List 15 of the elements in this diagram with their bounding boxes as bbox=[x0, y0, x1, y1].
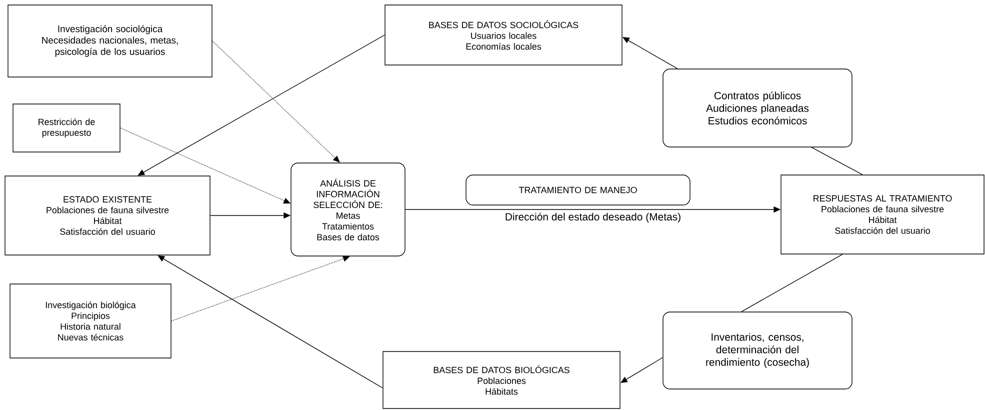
arrow bbox=[138, 34, 386, 176]
text-box: Investigación sociológica Necesidades nacionales, metas, psicología de los usuarios bbox=[8, 4, 212, 78]
rounded-box: ANÁLISIS DE INFORMACIÓN SELECCIÓN DE: Metas Tratamientos Bases de datos bbox=[290, 162, 406, 256]
rounded-box: Contratos públicos Audiciones planeadas Estudios económicos bbox=[662, 68, 852, 148]
edge-label: Dirección del estado deseado (Metas) bbox=[504, 212, 682, 224]
arrow bbox=[158, 255, 384, 388]
rounded-box: Inventarios, censos, determinación del rendimiento (cosecha) bbox=[662, 312, 852, 390]
arrow bbox=[171, 256, 350, 322]
text-box: ESTADO EXISTENTE Poblaciones de fauna silvestre Hábitat Satisfacción del usuario bbox=[4, 176, 210, 256]
text-box: BASES DE DATOS SOCIOLÓGICAS Usuarios locales Economías locales bbox=[384, 4, 622, 66]
text-box: Investigación biológica Principios Historia natural Nuevas técnicas bbox=[10, 284, 172, 358]
text-box: RESPUESTAS AL TRATAMIENTO Poblaciones de fauna silvestre Hábitat Satisfacción del usuario bbox=[780, 174, 984, 254]
text-box: Restricción de presupuesto bbox=[12, 104, 120, 152]
text-box: BASES DE DATOS BIOLÓGICAS Poblaciones Hábitats bbox=[382, 351, 620, 409]
rounded-box: TRATAMIENTO DE MANEJO bbox=[466, 174, 690, 206]
